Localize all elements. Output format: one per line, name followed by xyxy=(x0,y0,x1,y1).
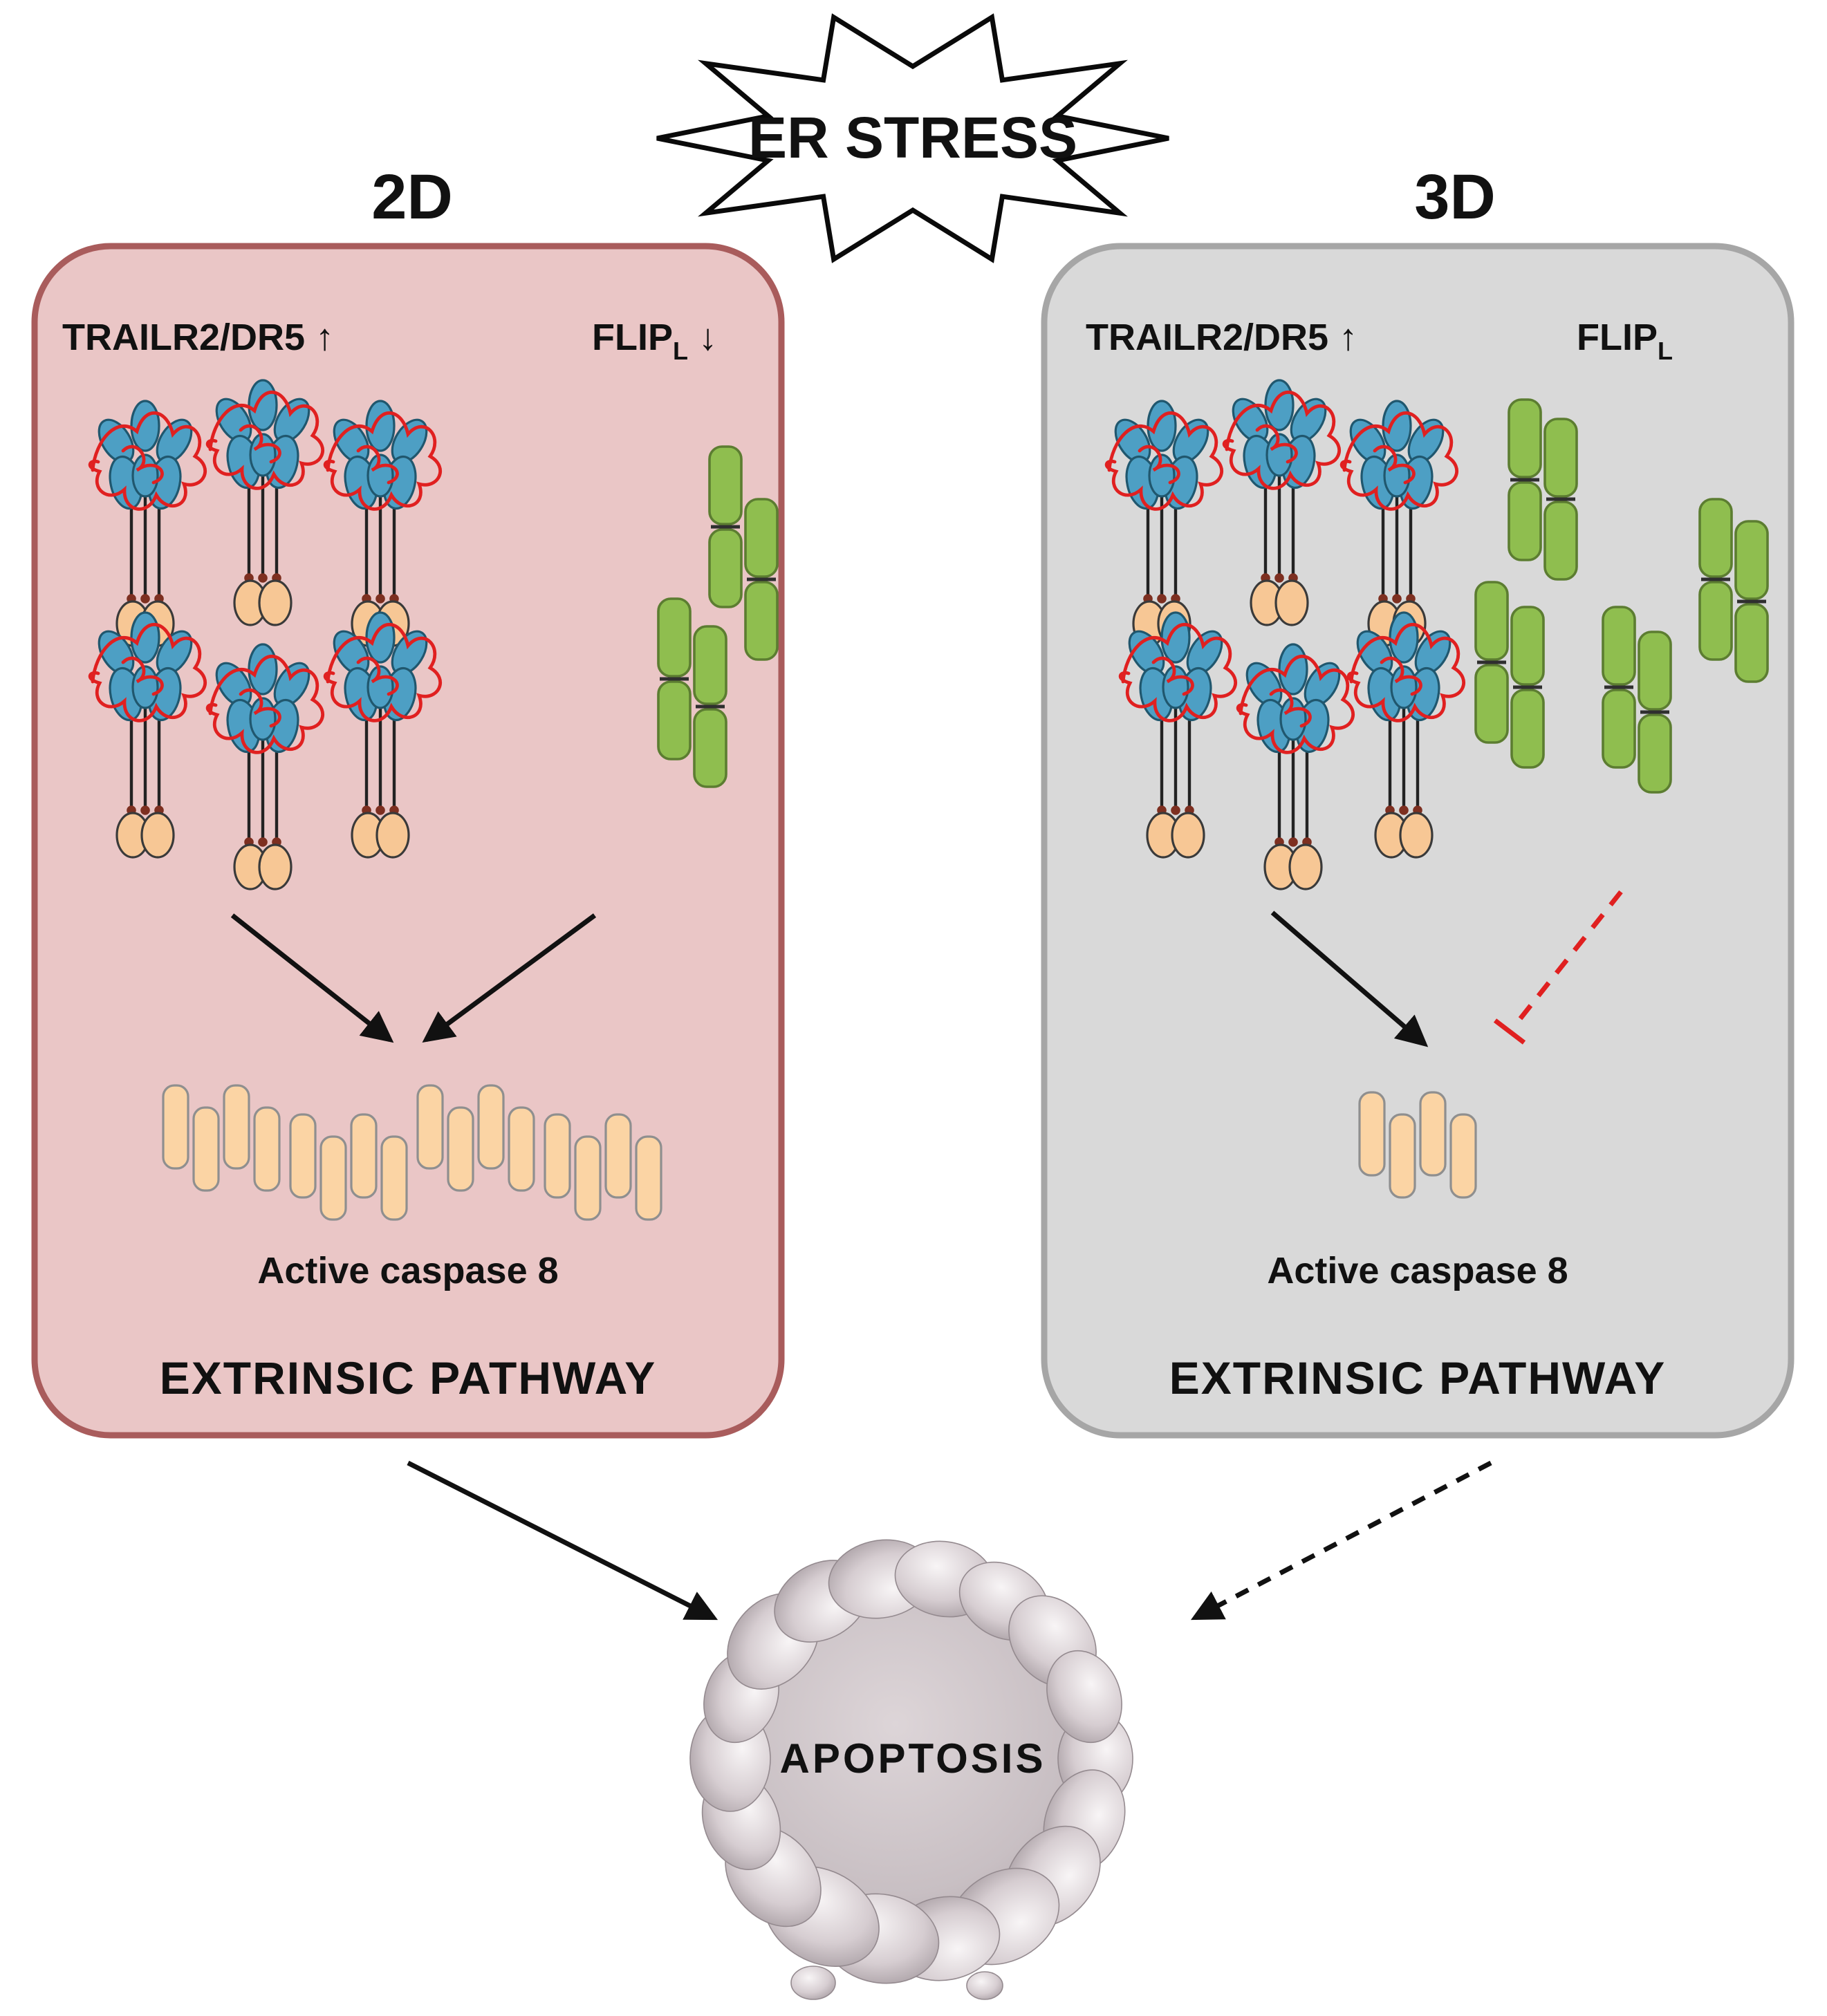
starburst-shape xyxy=(656,13,1169,263)
apoptosis-label: APOPTOSIS xyxy=(780,1735,1046,1782)
flip-molecule-icon xyxy=(658,599,690,759)
flip-molecule-icon xyxy=(1603,607,1635,767)
apoptotic-cell: APOPTOSIS xyxy=(689,1539,1133,2000)
inhibition-t-bar xyxy=(1493,1018,1526,1045)
activation-arrow xyxy=(230,913,394,1043)
arrows-to-caspase-2d xyxy=(230,913,597,1043)
active-caspase8-label-3d: Active caspase 8 xyxy=(1267,1250,1568,1291)
condition-label-2d: 2D xyxy=(371,162,453,232)
extrinsic-pathway-label-2d: EXTRINSIC PATHWAY xyxy=(160,1352,657,1403)
flip-inhibition-arrow xyxy=(1493,890,1623,1045)
extrinsic-pathway-label-3d: EXTRINSIC PATHWAY xyxy=(1169,1352,1667,1403)
flip-molecule-icon xyxy=(1545,419,1577,579)
er-stress-burst: ER STRESS xyxy=(656,13,1169,263)
flip-molecule-icon xyxy=(1512,607,1543,767)
flip-molecule-icon xyxy=(694,626,726,787)
panel-2d-content: TRAILR2/DR5 ↑ FLIPL ↓ A xyxy=(62,317,777,1403)
flip-molecule-icon xyxy=(1736,521,1768,682)
activation-arrow xyxy=(1270,911,1429,1047)
trailr2-label-3d: TRAILR2/DR5 ↑ xyxy=(1086,317,1357,358)
apoptosis-arrow-2d xyxy=(407,1460,718,1621)
flip-molecule-icon xyxy=(745,499,777,660)
flip-molecule-icon xyxy=(1509,400,1541,560)
er-stress-label: ER STRESS xyxy=(748,105,1077,170)
condition-label-3d: 3D xyxy=(1414,162,1496,232)
apoptosis-arrow-3d-dashed xyxy=(1190,1460,1492,1621)
trailr2-label-2d: TRAILR2/DR5 ↑ xyxy=(62,317,334,358)
flip-label-3d: FLIPL xyxy=(1577,317,1673,365)
flip-molecule-icon xyxy=(1476,582,1508,743)
flip-molecule-icon xyxy=(1639,632,1671,792)
activation-arrow xyxy=(422,913,597,1043)
active-caspase8-label-2d: Active caspase 8 xyxy=(257,1250,558,1291)
membrane-blebs xyxy=(689,1539,1133,2000)
flip-label-2d: FLIPL ↓ xyxy=(592,317,717,365)
flip-molecule-icon xyxy=(710,447,741,607)
flip-molecule-icon xyxy=(1700,499,1732,660)
panel-3d-content: TRAILR2/DR5 ↑ FLIPL Ac xyxy=(1086,317,1768,1403)
